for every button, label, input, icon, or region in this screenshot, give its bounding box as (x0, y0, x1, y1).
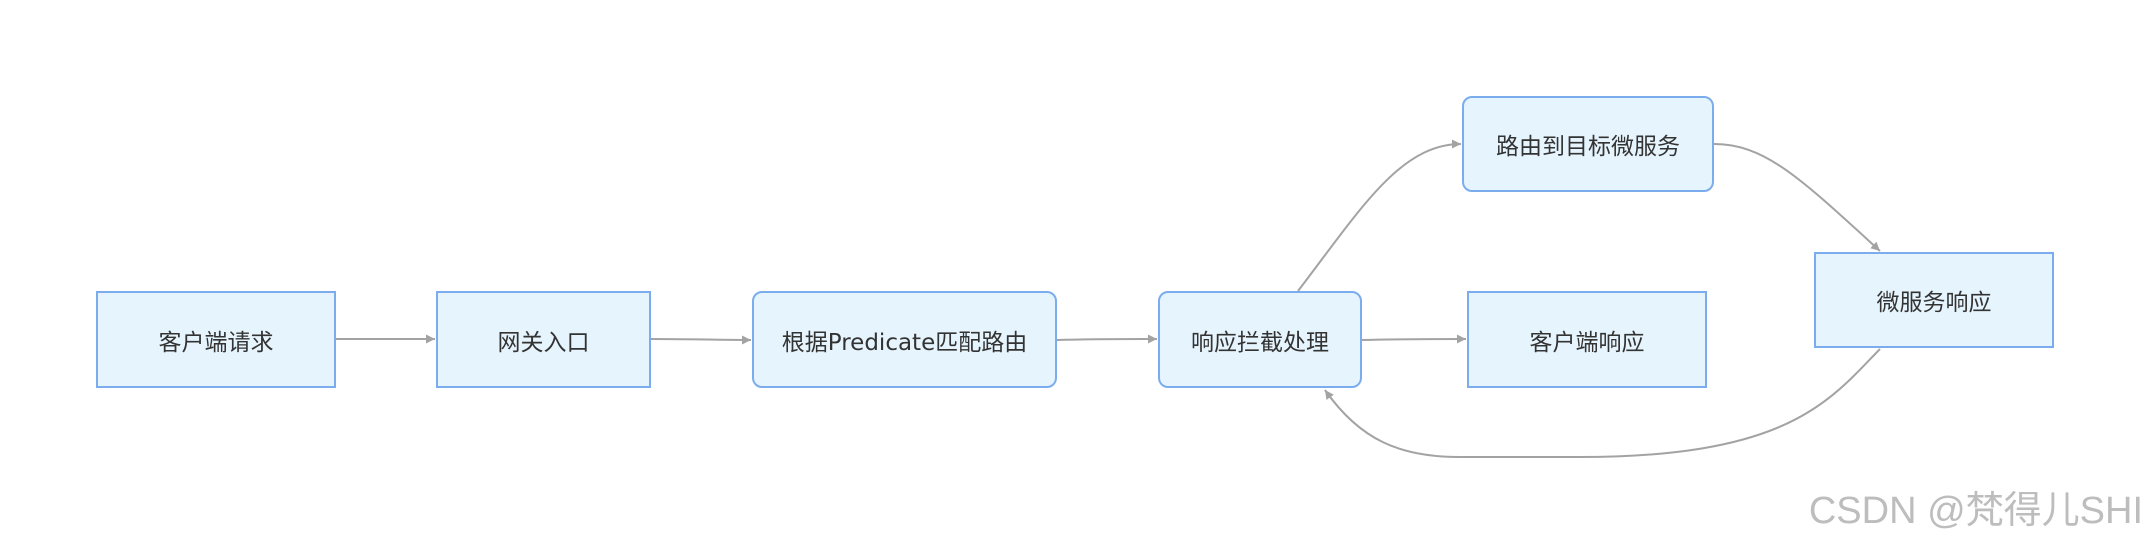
edge-gateway-to-predicate-routing (650, 335, 752, 345)
edge-response-interceptor-to-client-response (1361, 334, 1467, 344)
node-label: 响应拦截处理 (1191, 329, 1329, 356)
node-label: 客户端请求 (158, 329, 274, 356)
watermark-text: CSDN @梵得儿SHI (1808, 490, 2143, 532)
edge-route-service-to-service-response (1713, 143, 1881, 252)
node-label: 微服务响应 (1876, 290, 1992, 316)
edge-response-interceptor-to-route-service (1297, 139, 1462, 292)
node-label: 客户端响应 (1529, 329, 1645, 356)
edge-predicate-routing-to-response-interceptor (1056, 334, 1158, 344)
node-response-interceptor: 响应拦截处理 (1158, 291, 1362, 388)
node-label: 根据Predicate匹配路由 (781, 329, 1028, 356)
node-predicate-routing: 根据Predicate匹配路由 (752, 291, 1057, 388)
node-gateway-entry: 网关入口 (436, 291, 651, 388)
node-service-response: 微服务响应 (1814, 252, 2054, 348)
node-route-to-service: 路由到目标微服务 (1462, 96, 1714, 192)
node-label: 网关入口 (497, 329, 590, 356)
node-client-response: 客户端响应 (1467, 291, 1707, 388)
node-client-request: 客户端请求 (96, 291, 336, 388)
node-label: 路由到目标微服务 (1496, 134, 1680, 160)
edge-service-response-to-response-interceptor (1324, 348, 1881, 458)
